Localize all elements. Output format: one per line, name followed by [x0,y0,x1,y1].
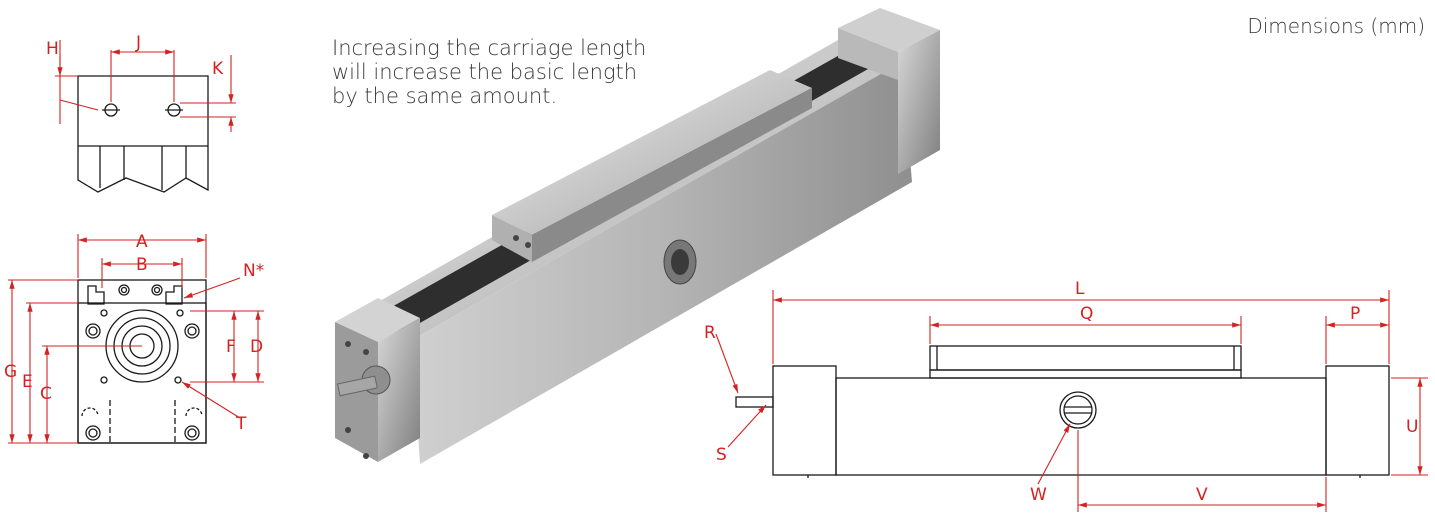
dim-label-g: G [4,362,17,382]
dim-label-a: A [136,232,148,252]
dim-label-h: H [46,39,59,59]
dim-label-v: V [1196,485,1208,505]
end-view-detail [77,279,207,444]
dim-label-r: R [704,323,716,343]
dim-label-t: T [235,414,247,434]
dim-label-c: C [40,384,52,404]
bolt-icon [184,323,200,339]
dimension-letters: H J K A B N* G E C F D T L Q P R S U W V [4,33,1418,505]
note-line-3: by the same amount. [332,84,558,108]
bolt-icon [85,323,101,339]
dim-label-w: W [1030,485,1047,505]
dim-label-k: K [212,59,224,79]
top-view-dimensions [55,40,236,132]
carriage-length-note: Increasing the carriage length will incr… [332,36,662,108]
bolt-icon [85,425,101,441]
dim-label-j: J [135,33,141,53]
dim-label-b: B [136,255,148,275]
dim-label-f: F [226,337,236,357]
end-view-dimensions [8,234,264,444]
note-line-1: Increasing the carriage length [332,36,647,60]
side-view-detail [735,345,1390,478]
top-view-detail [77,75,209,193]
units-label: Dimensions (mm) [1247,14,1425,38]
dim-label-s: S [716,445,727,465]
note-line-2: will increase the basic length [332,60,638,84]
dim-label-d: D [250,337,263,357]
bolt-icon [184,425,200,441]
dim-label-l: L [1075,279,1085,299]
dim-label-e: E [22,372,33,392]
dim-label-n: N* [243,261,264,281]
side-view-dimensions [715,290,1428,512]
dim-label-p: P [1350,304,1360,324]
dim-label-u: U [1406,417,1418,437]
actuator-3d-render [335,8,940,464]
dim-label-q: Q [1080,304,1093,324]
